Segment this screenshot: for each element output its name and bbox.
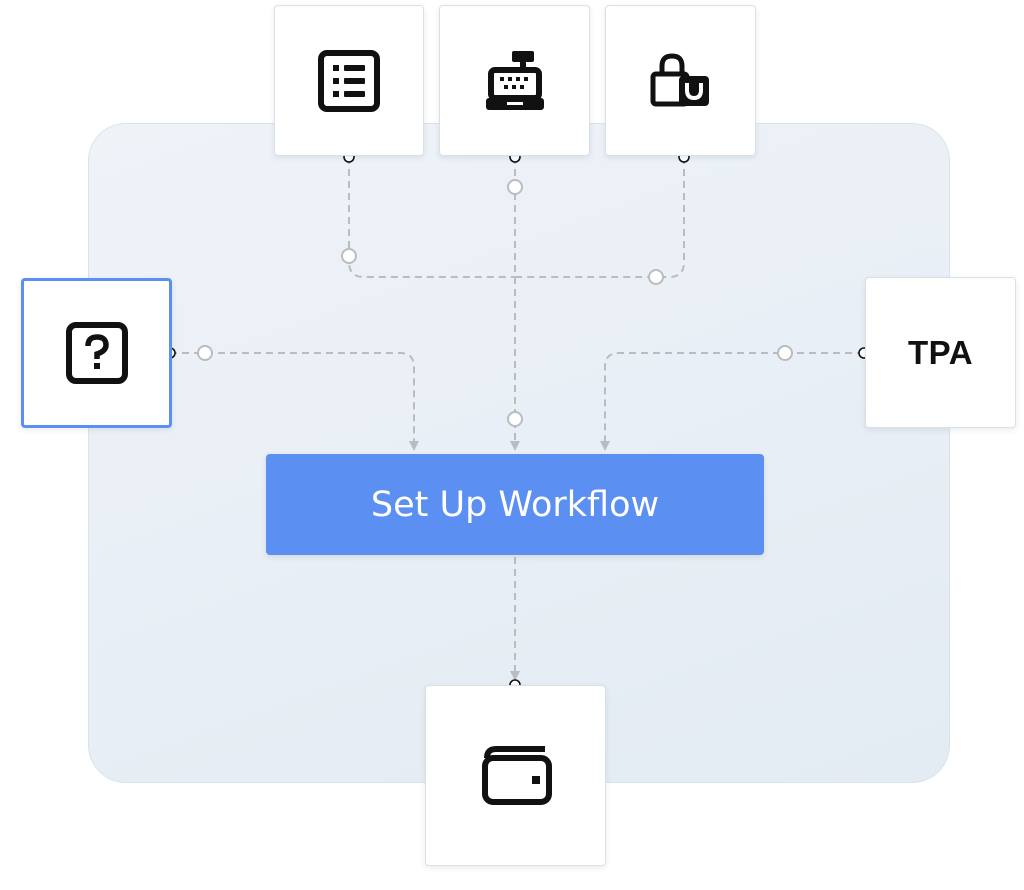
node-wallet[interactable] xyxy=(425,685,606,866)
waypoint-dot xyxy=(777,345,793,361)
waypoint-dot xyxy=(648,269,664,285)
waypoint-dot xyxy=(507,411,523,427)
waypoint-dot xyxy=(197,345,213,361)
tpa-label: TPA xyxy=(907,333,974,371)
lock-bag-icon xyxy=(650,52,709,106)
connector-list xyxy=(348,157,515,278)
connector-unknown xyxy=(170,352,419,451)
node-cash-register[interactable] xyxy=(439,5,590,156)
waypoint-dot xyxy=(507,179,523,195)
question-mark-icon xyxy=(65,322,128,384)
connector-lock-bag xyxy=(515,157,685,278)
wallet-icon xyxy=(481,745,552,805)
list-icon xyxy=(318,49,380,112)
set-up-workflow-button[interactable]: Set Up Workflow xyxy=(266,454,764,555)
cash-register-icon xyxy=(485,50,544,110)
waypoint-dot xyxy=(341,248,357,264)
node-lock-bag[interactable] xyxy=(605,5,756,156)
node-tpa[interactable]: TPA xyxy=(865,277,1016,428)
connector-tpa xyxy=(600,352,864,451)
node-unknown[interactable] xyxy=(21,278,172,428)
node-list[interactable] xyxy=(274,5,424,156)
